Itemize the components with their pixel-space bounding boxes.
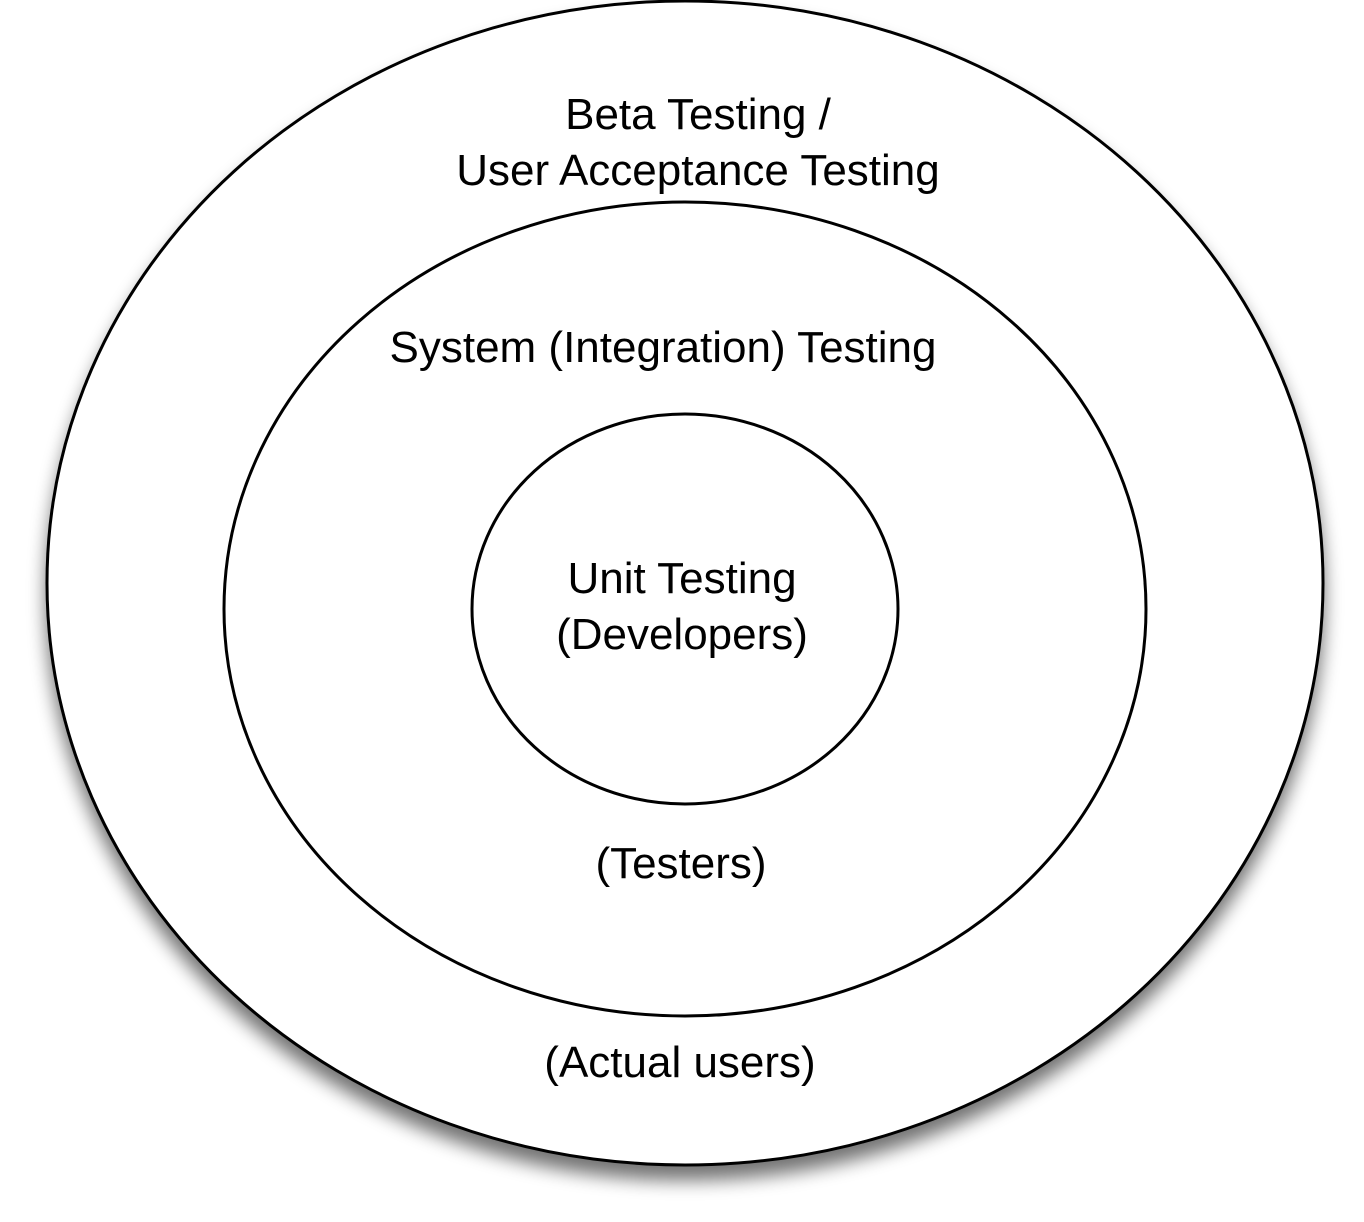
outer-ring-title-line-1: Beta Testing /: [565, 90, 831, 139]
inner-ring-title-line-2: (Developers): [556, 610, 808, 659]
outer-ring-title: Beta Testing / User Acceptance Testing: [456, 87, 939, 199]
outer-ring-subtitle: (Actual users): [544, 1038, 816, 1087]
inner-ring-title-line-1: Unit Testing: [567, 554, 797, 603]
middle-ring-title: System (Integration) Testing: [389, 323, 937, 372]
inner-ring-ellipse: [470, 412, 900, 806]
middle-ring-subtitle: (Testers): [595, 839, 767, 888]
inner-ring-title: Unit Testing (Developers): [556, 551, 808, 663]
outer-ring-title-line-2: User Acceptance Testing: [456, 146, 940, 195]
